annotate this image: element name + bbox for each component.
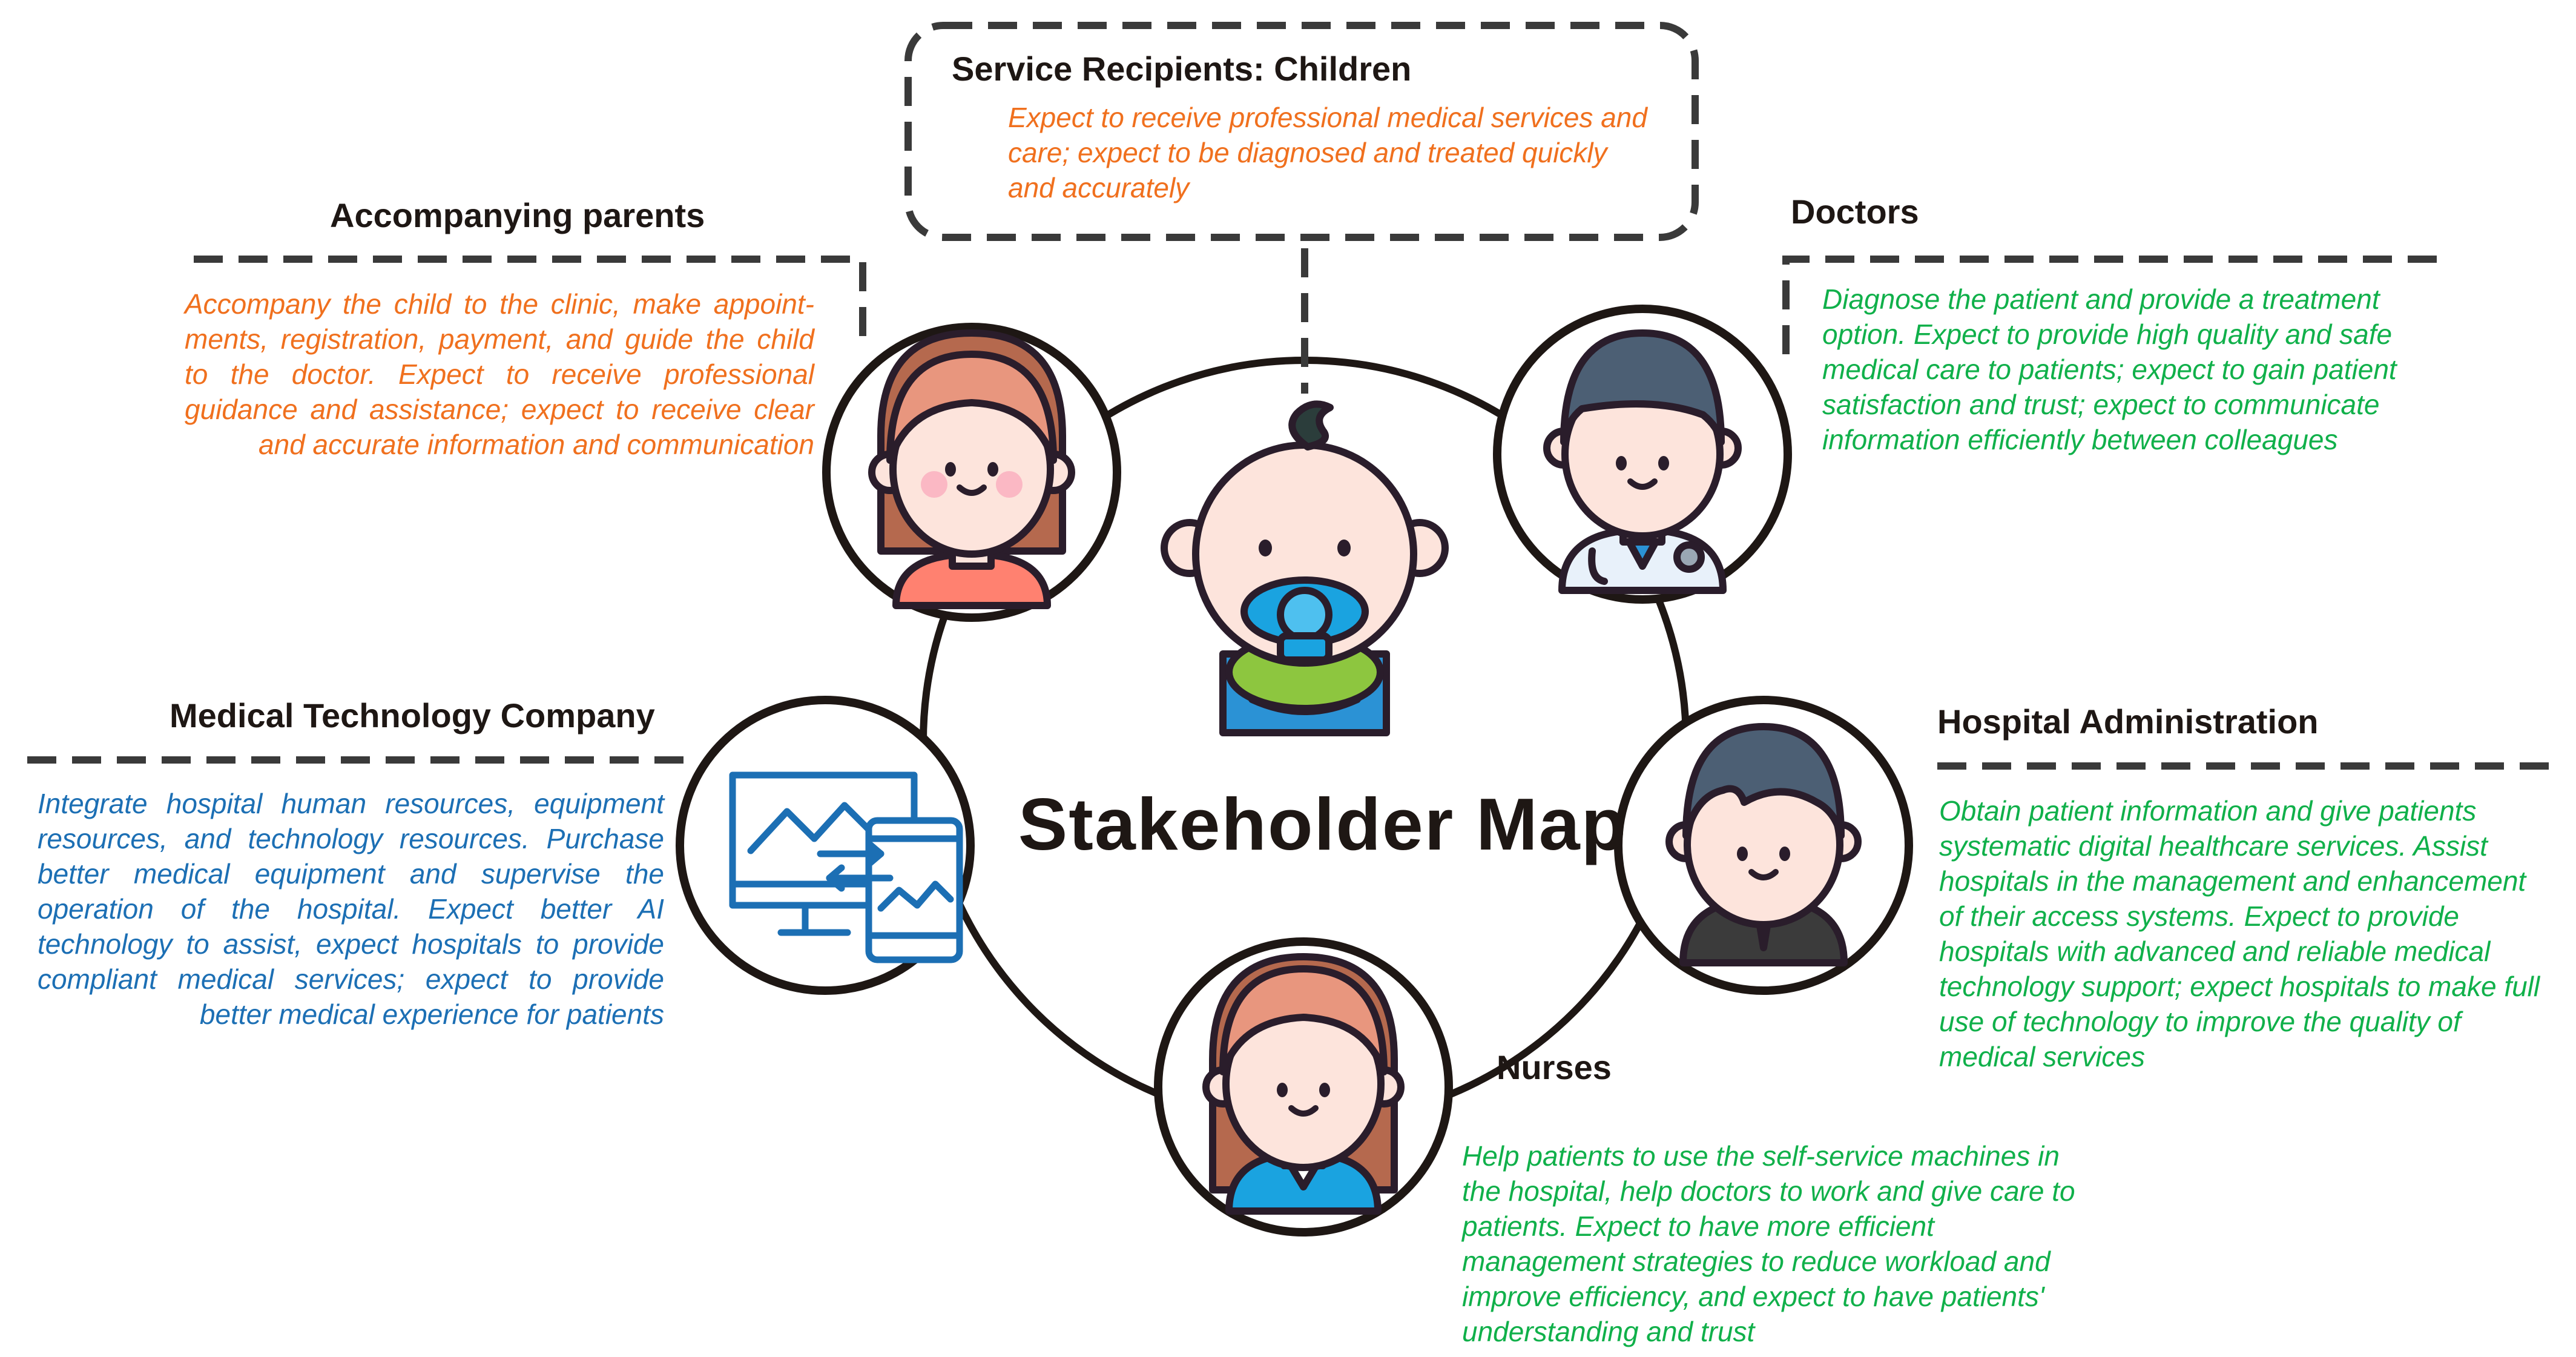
parents-connector bbox=[194, 256, 866, 351]
doctors-label: Doctors bbox=[1791, 193, 1919, 231]
baby-icon bbox=[1161, 400, 1449, 736]
nurses-label: Nurses bbox=[1497, 1048, 1612, 1086]
doctor-icon bbox=[1493, 305, 1792, 604]
children-description: Expect to receive professional medical s… bbox=[1008, 102, 1647, 203]
parents-description: Accompany the child to the clinic, make … bbox=[185, 288, 814, 460]
children-dashed-box bbox=[904, 22, 1699, 241]
medtech-label: Medical Technology Company bbox=[170, 696, 655, 735]
mother-icon bbox=[822, 323, 1121, 622]
doctors-connector bbox=[1782, 256, 2437, 354]
children-label: Service Recipients: Children bbox=[952, 50, 1412, 88]
admin-description: Obtain patient information and give pati… bbox=[1939, 795, 2540, 1072]
dashed-connectors bbox=[27, 22, 2561, 770]
diagram-title: Stakeholder Map bbox=[1018, 783, 1628, 865]
nurse-icon bbox=[1154, 937, 1453, 1236]
doctors-description: Diagnose the patient and provide a treat… bbox=[1822, 283, 2397, 455]
nurses-description: Help patients to use the self-service ma… bbox=[1462, 1140, 2075, 1347]
medtech-description: Integrate hospital human resources, equi… bbox=[38, 788, 664, 1030]
admin-label: Hospital Administration bbox=[1937, 702, 2319, 741]
medtech-devices-icon bbox=[676, 696, 975, 995]
administrator-icon bbox=[1614, 696, 1913, 995]
parents-label: Accompanying parents bbox=[330, 196, 705, 234]
